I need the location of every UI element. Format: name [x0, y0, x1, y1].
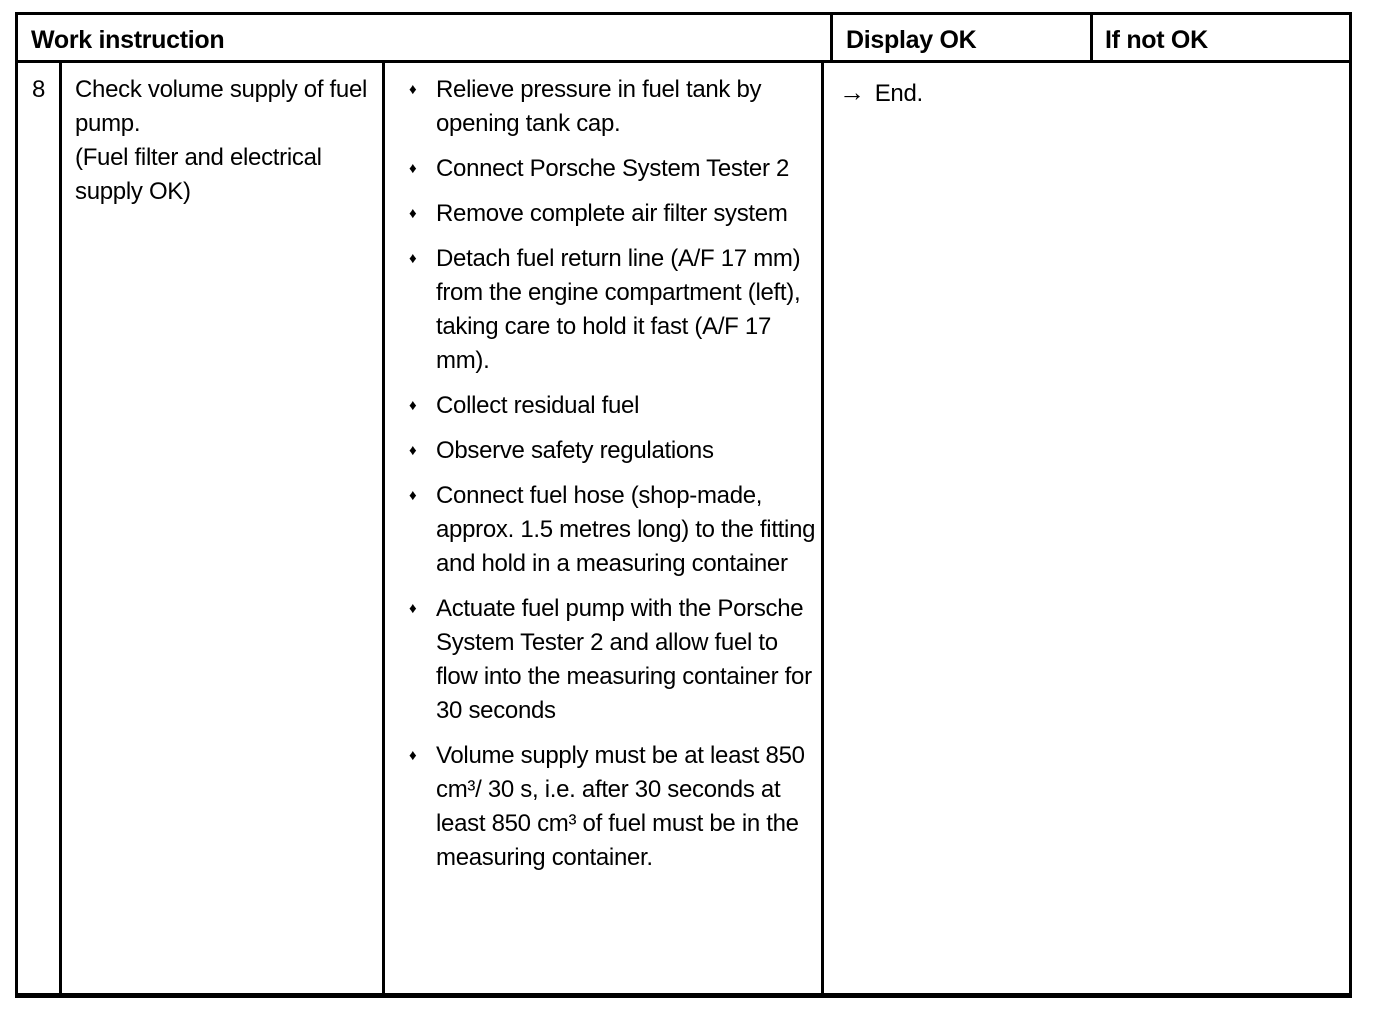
instruction-text: Actuate fuel pump with the Porsche Syste…	[436, 595, 812, 724]
diamond-bullet-icon: ♦	[409, 250, 417, 267]
task-line: (Fuel filter and electrical supply OK)	[75, 144, 322, 205]
diamond-bullet-icon: ♦	[409, 747, 417, 764]
instruction-text: Connect Porsche System Tester 2	[436, 155, 790, 182]
instruction-text: Relieve pressure in fuel tank by opening…	[436, 76, 762, 137]
instructions-list: ♦ Relieve pressure in fuel tank by openi…	[409, 73, 821, 875]
instruction-text: Collect residual fuel	[436, 392, 640, 419]
diamond-bullet-icon: ♦	[409, 81, 417, 98]
list-item: ♦ Collect residual fuel	[409, 389, 821, 423]
list-item: ♦ Detach fuel return line (A/F 17 mm) fr…	[409, 242, 821, 378]
display-ok-cell: → End.	[824, 63, 1349, 993]
step-number-cell: 8	[18, 63, 62, 993]
arrow-right-icon: →	[839, 77, 865, 107]
result-line: → End.	[839, 75, 1349, 111]
task-line: Check volume supply of fuel pump.	[75, 76, 368, 137]
list-item: ♦ Observe safety regulations	[409, 434, 821, 468]
list-item: ♦ Remove complete air filter system	[409, 197, 821, 231]
table-row: 8 Check volume supply of fuel pump. (Fue…	[18, 63, 1349, 993]
list-item: ♦ Actuate fuel pump with the Porsche Sys…	[409, 592, 821, 728]
instruction-text: Connect fuel hose (shop-made, approx. 1.…	[436, 482, 816, 577]
instruction-text: Volume supply must be at least 850 cm³/ …	[436, 742, 805, 871]
diamond-bullet-icon: ♦	[409, 487, 417, 504]
list-item: ♦ Connect Porsche System Tester 2	[409, 152, 821, 186]
diamond-bullet-icon: ♦	[409, 160, 417, 177]
header-work-instruction: Work instruction	[31, 26, 225, 54]
list-item: ♦ Volume supply must be at least 850 cm³…	[409, 739, 821, 875]
header-if-not-ok: If not OK	[1090, 15, 1349, 60]
list-item: ♦ Connect fuel hose (shop-made, approx. …	[409, 479, 821, 581]
instruction-text: Remove complete air filter system	[436, 200, 788, 227]
work-instruction-table: Work instruction Display OK If not OK 8 …	[15, 12, 1352, 998]
diamond-bullet-icon: ♦	[409, 600, 417, 617]
instruction-text: Detach fuel return line (A/F 17 mm) from…	[436, 245, 801, 374]
table-header-row: Work instruction Display OK If not OK	[18, 15, 1349, 63]
instructions-cell: ♦ Relieve pressure in fuel tank by openi…	[385, 63, 824, 993]
diamond-bullet-icon: ♦	[409, 442, 417, 459]
diamond-bullet-icon: ♦	[409, 397, 417, 414]
task-cell: Check volume supply of fuel pump. (Fuel …	[62, 63, 385, 993]
list-item: ♦ Relieve pressure in fuel tank by openi…	[409, 73, 821, 141]
instruction-text: Observe safety regulations	[436, 437, 714, 464]
header-display-ok: Display OK	[830, 15, 1090, 60]
diamond-bullet-icon: ♦	[409, 205, 417, 222]
result-text: End.	[874, 80, 923, 107]
